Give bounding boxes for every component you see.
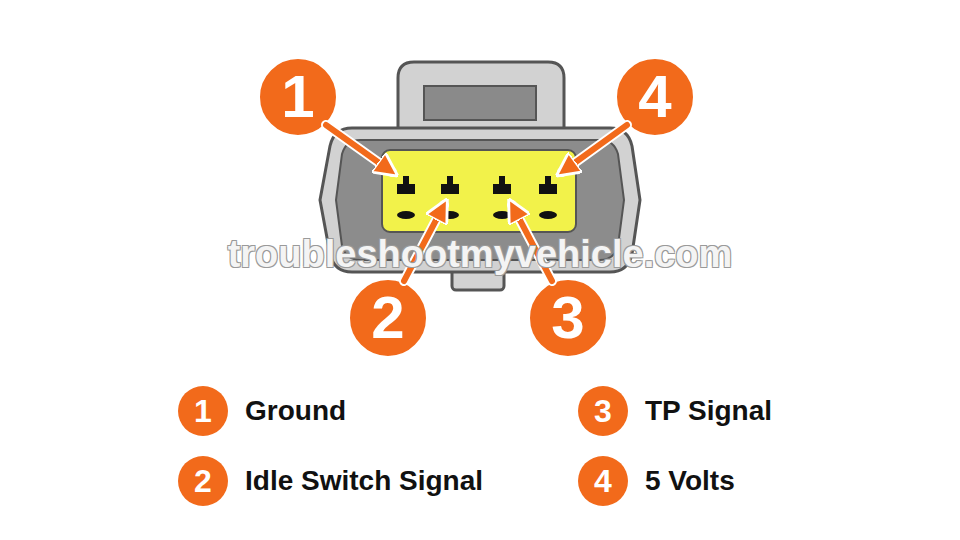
callout-number: 4 [638, 67, 671, 127]
legend-circle [578, 386, 628, 436]
callout-number: 3 [551, 288, 584, 348]
legend-number: 1 [194, 395, 212, 427]
legend-number: 4 [594, 465, 612, 497]
pin-name: 5 Volts [645, 467, 735, 495]
terminal-pins [397, 176, 557, 219]
legend-circle [178, 386, 228, 436]
terminal-insert [382, 150, 576, 232]
callout-number: 1 [281, 67, 314, 127]
latch-window [424, 86, 536, 120]
legend-circle [578, 456, 628, 506]
watermark: troubleshootmyvehicle.com [228, 235, 733, 273]
pin-name: Ground [245, 397, 346, 425]
callout-number: 2 [371, 288, 404, 348]
callout-circle [348, 278, 428, 358]
legend-number: 2 [194, 465, 212, 497]
pin-name: TP Signal [645, 397, 772, 425]
legend-circle [178, 456, 228, 506]
pin-name: Idle Switch Signal [245, 467, 483, 495]
legend-number: 3 [594, 395, 612, 427]
callout-circle [528, 278, 608, 358]
